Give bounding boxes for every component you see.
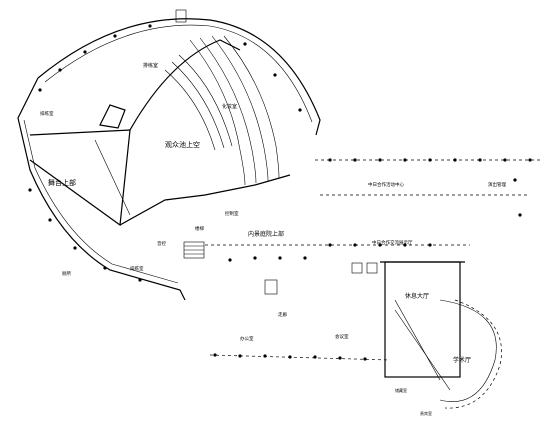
room-label-rehearsal: 排练室: [143, 62, 158, 69]
room-label-right-office: 演出管理: [488, 181, 506, 188]
room-label-dressing-left: 排练室: [40, 110, 54, 117]
room-label-exhibition: 办公室: [240, 335, 254, 342]
room-label-multi-center: 中日合作活动中心: [368, 181, 404, 188]
room-label-hall: 学术厅: [453, 356, 471, 364]
room-label-office-corridor: 中日合作交流展示厅: [372, 239, 413, 246]
seating-rows: [164, 54, 233, 151]
room-label-lounge: 休息大厅: [405, 292, 429, 300]
room-label-bottom-room: 贵宾室: [420, 410, 432, 416]
east-wing: [205, 159, 540, 409]
room-label-corridor: 走廊: [278, 311, 287, 318]
room-label-stage: 舞台上部: [48, 178, 76, 187]
room-label-small-room: 储藏室: [395, 387, 407, 393]
theatre-outer-shell: [17, 18, 321, 301]
room-label-control: 控制室: [225, 210, 239, 217]
room-label-sound: 音控: [157, 240, 166, 247]
room-label-inner-court: 内景庭院上部: [248, 230, 284, 238]
column-markers: [28, 24, 532, 361]
auditorium-walls: [29, 35, 291, 227]
room-label-makeup: 化妆室: [222, 103, 237, 110]
stairs: [175, 9, 378, 295]
room-label-meeting: 会议室: [335, 333, 349, 340]
room-label-stair: 楼梯: [195, 225, 204, 232]
room-label-audience: 观众池上空: [165, 140, 200, 149]
room-label-toilet: 厕所: [62, 270, 71, 277]
room-label-dressing-bottom: 排练室: [130, 265, 144, 272]
